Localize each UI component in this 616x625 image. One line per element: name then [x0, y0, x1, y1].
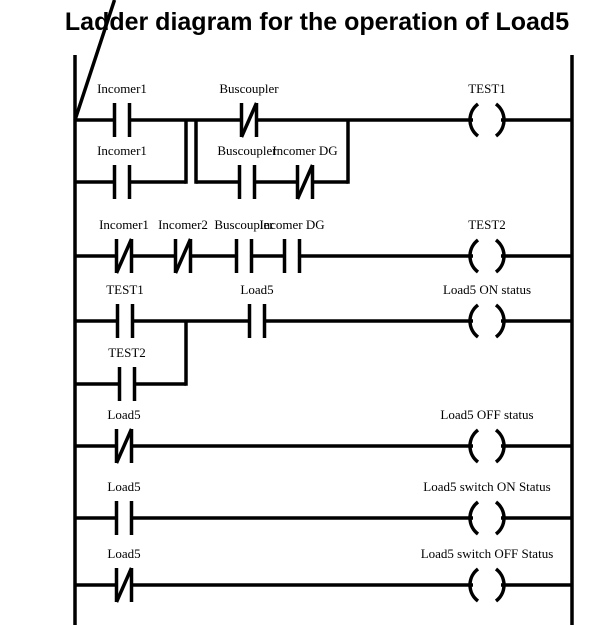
nc-slash-icon — [114, 428, 134, 464]
wire — [73, 0, 117, 121]
contact-label: Incomer2 — [158, 217, 208, 232]
nc-contact: Buscoupler — [219, 81, 279, 138]
output-coil: Load5 ON status — [443, 282, 531, 339]
nc-slash-icon — [295, 164, 315, 200]
nc-contact: Incomer2 — [158, 217, 208, 274]
nc-slash-icon — [114, 567, 134, 603]
contact-label: Buscoupler — [214, 217, 274, 232]
nc-contact: Incomer1 — [99, 217, 149, 274]
contact-label: Incomer1 — [97, 143, 147, 158]
contact-label: Incomer DG — [259, 217, 324, 232]
coil-label: TEST2 — [468, 217, 506, 232]
coil-label: Load5 switch OFF Status — [421, 546, 554, 561]
contact-label: Load5 — [107, 407, 140, 422]
coil-label: Load5 switch ON Status — [423, 479, 550, 494]
contact-label: TEST1 — [106, 282, 144, 297]
no-contact: Buscoupler — [217, 143, 277, 199]
output-coil: TEST1 — [468, 81, 506, 138]
nc-slash-icon — [114, 238, 134, 274]
no-contact: TEST1 — [106, 282, 144, 338]
contact-label: Incomer1 — [97, 81, 147, 96]
output-coil: Load5 switch OFF Status — [421, 546, 554, 603]
contact-label: Incomer DG — [272, 143, 337, 158]
coil-label: Load5 ON status — [443, 282, 531, 297]
nc-contact: Load5 — [107, 546, 141, 603]
title-text: Ladder diagram for the operation of Load… — [64, 8, 570, 36]
coil-label: Load5 OFF status — [440, 407, 533, 422]
no-contact: TEST2 — [108, 345, 146, 401]
coil-label: TEST1 — [468, 81, 506, 96]
contact-label: Buscoupler — [219, 81, 279, 96]
diagram-title: Ladder diagram for the operation of Load… — [0, 8, 616, 37]
output-coil: Load5 switch ON Status — [423, 479, 551, 536]
contact-label: Buscoupler — [217, 143, 277, 158]
contact-label: Load5 — [107, 546, 140, 561]
no-contact: Incomer DG — [259, 217, 325, 273]
contact-label: Incomer1 — [99, 217, 149, 232]
contact-label: Load5 — [107, 479, 140, 494]
nc-contact: Load5 — [107, 407, 141, 464]
nc-contact: Incomer DG — [272, 143, 338, 200]
no-contact: Load5 — [240, 282, 274, 338]
output-coil: TEST2 — [468, 217, 506, 274]
nc-slash-icon — [239, 102, 259, 138]
output-coil: Load5 OFF status — [440, 407, 534, 464]
no-contact: Incomer1 — [97, 143, 147, 199]
contact-label: Load5 — [240, 282, 273, 297]
no-contact: Incomer1 — [97, 81, 147, 137]
contact-label: TEST2 — [108, 345, 146, 360]
nc-slash-icon — [173, 238, 193, 274]
no-contact: Load5 — [107, 479, 141, 535]
